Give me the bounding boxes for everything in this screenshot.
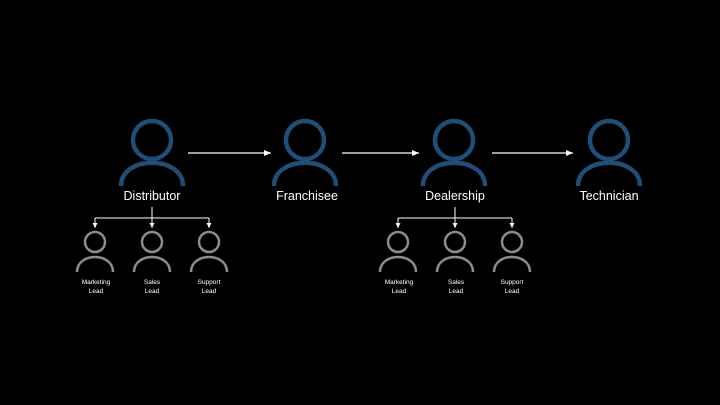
franchisee-person-icon <box>271 118 339 187</box>
distributor-team-connector <box>92 207 212 228</box>
distributor-sales-lead-person-icon <box>132 230 172 273</box>
technician-label: Technician <box>579 189 639 203</box>
distributor-label: Distributor <box>123 189 181 203</box>
dealership-person-icon <box>420 118 488 187</box>
distributor-marketing-lead-person-icon <box>75 230 115 273</box>
dealership-support-lead-person-icon <box>492 230 532 273</box>
dealership-team-connector <box>395 207 515 228</box>
technician-person-icon <box>575 118 643 187</box>
franchisee-label: Franchisee <box>276 189 338 203</box>
dealership-label: Dealership <box>425 189 485 203</box>
distributor-sales-lead-label: Sales Lead <box>143 279 161 295</box>
distributor-support-lead-label: Support Lead <box>197 279 221 295</box>
dealership-marketing-lead-person-icon <box>378 230 418 273</box>
distributor-marketing-lead-label: Marketing Lead <box>81 279 111 295</box>
dealership-support-lead-label: Support Lead <box>500 279 524 295</box>
dealership-sales-lead-label: Sales Lead <box>447 279 465 295</box>
dealership-sales-lead-person-icon <box>435 230 475 273</box>
distributor-support-lead-person-icon <box>189 230 229 273</box>
dealership-marketing-lead-label: Marketing Lead <box>384 279 414 295</box>
distributor-person-icon <box>118 118 186 187</box>
